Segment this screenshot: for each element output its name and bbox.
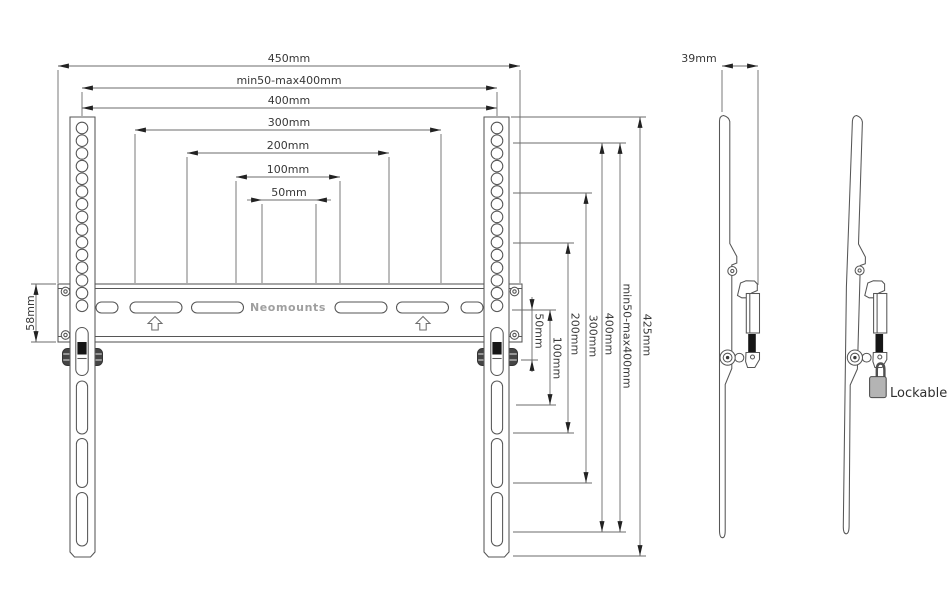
- hook-upper: [864, 280, 886, 299]
- bracket-profile: [718, 114, 738, 539]
- mounting-slot: [190, 301, 245, 314]
- plate-screw-icon: [509, 286, 520, 297]
- hook-lower: [745, 351, 761, 369]
- vesa-hole-column: [75, 121, 89, 313]
- dim-label-min-max-height: min50-max400mm: [621, 283, 634, 388]
- bracket-profile-tilted: [842, 114, 866, 535]
- plate-cross-section: [745, 292, 761, 334]
- dim-label-39-depth: 39mm: [681, 52, 716, 65]
- plate-cross-section: [873, 292, 888, 334]
- dimension-labels: 450mm min50-max400mm 400mm 300mm 200mm 1…: [24, 52, 717, 389]
- dim-label-58: 58mm: [24, 295, 37, 330]
- brand-label: Neomounts: [250, 301, 326, 314]
- hook-upper: [736, 280, 758, 299]
- dim-label-min-max-width: min50-max400mm: [236, 74, 341, 87]
- lockable-label: Lockable: [890, 386, 947, 401]
- front-view: Neomounts: [57, 116, 523, 558]
- dim-label-400w: 400mm: [268, 94, 310, 107]
- dim-label-300h: 300mm: [587, 315, 600, 357]
- wall-plate: Neomounts: [57, 283, 523, 343]
- dim-label-400h: 400mm: [603, 313, 616, 355]
- dim-label-425: 425mm: [641, 314, 654, 356]
- bolt-tab: [734, 352, 745, 363]
- mounting-slot: [334, 301, 388, 314]
- dim-label-100h: 100mm: [551, 337, 564, 379]
- mounting-slot: [95, 301, 119, 314]
- dimensions: 450mm min50-max400mm 400mm 300mm 200mm 1…: [24, 52, 759, 557]
- plate-screw-icon: [509, 330, 520, 340]
- plate-screw-icon: [60, 286, 71, 297]
- rubber-strip: [875, 334, 884, 353]
- dim-label-300w: 300mm: [268, 116, 310, 129]
- dim-label-50h: 50mm: [533, 313, 546, 348]
- rubber-strip: [748, 334, 756, 353]
- vesa-hole-column: [490, 121, 504, 313]
- dim-label-200h: 200mm: [569, 313, 582, 355]
- up-arrow-icon: [414, 315, 432, 331]
- plate-screw-icon: [60, 330, 71, 340]
- dim-label-450: 450mm: [268, 52, 310, 65]
- mounting-slot: [460, 301, 484, 314]
- right-rail: [483, 116, 510, 558]
- left-rail: [69, 116, 96, 558]
- mounting-slot: [395, 301, 450, 314]
- side-view-straight: [718, 114, 761, 539]
- dim-label-50w: 50mm: [271, 186, 306, 199]
- padlock-icon: [869, 362, 887, 399]
- up-arrow-icon: [146, 315, 164, 331]
- dim-label-200w: 200mm: [267, 139, 309, 152]
- side-view-tilted: Lockable: [842, 114, 947, 535]
- mounting-slot: [129, 301, 183, 314]
- bolt-tab: [861, 352, 872, 363]
- dim-label-100w: 100mm: [267, 163, 309, 176]
